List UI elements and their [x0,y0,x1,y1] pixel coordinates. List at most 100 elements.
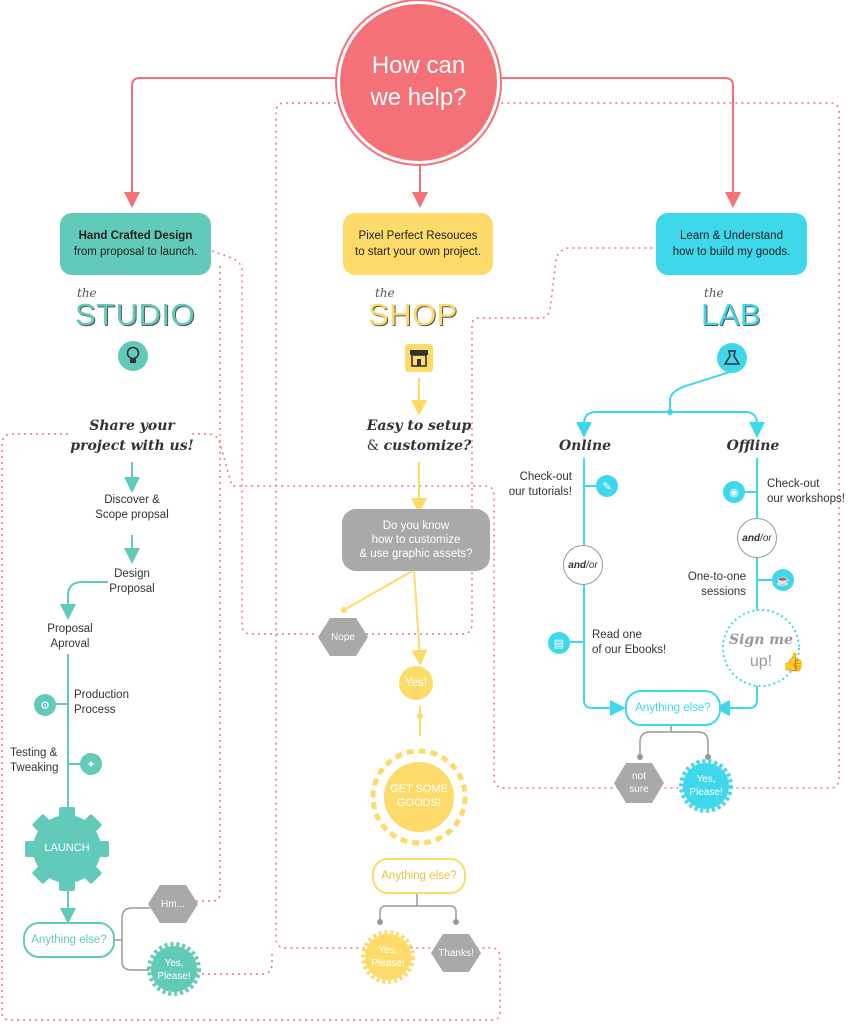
andor-offline-a: and [742,532,761,544]
lab-yes-l1: Yes, [696,774,716,785]
step-5-l2: Tweaking [10,762,59,774]
shop-question-box[interactable]: Do you know how to customize & use graph… [342,509,490,571]
studio-yes-l1: Yes, [164,958,184,969]
lab-the: the [704,286,724,300]
studio-card-sub: from proposal to launch. [73,246,198,258]
studio-yes-label[interactable]: Yes, Please! [150,956,198,984]
studio-card[interactable]: Hand Crafted Design from proposal to lau… [60,213,211,275]
step-2-l2: Proposal [109,583,155,595]
ebooks-l2: of our Ebooks! [592,644,667,656]
shop-box-l3: & use graphic assets? [359,548,473,560]
shop-yes-l2: Please! [371,958,405,969]
lab-sign-me[interactable]: Sign me [729,632,793,648]
studio-hm-label[interactable]: Hm... [161,898,185,910]
studio-card-title: Hand Crafted Design [78,230,193,242]
ebook-icon: ▤ [548,632,570,654]
shop-box-l1: Do you know [382,520,450,532]
shop-goods-l2: GOODS! [396,797,441,809]
magic-wand-icon: ✦ [80,753,102,775]
tutorials-l1: Check-out [519,471,572,483]
shop-yes-label[interactable]: Yes, Please! [364,943,412,971]
andor-online-b: /or [586,559,598,571]
andor-offline-b: /or [760,532,772,544]
step-1-l2: Scope propsal [95,509,169,521]
lab-up: up! [749,653,773,670]
shop-title: SHOP [368,297,458,332]
studio-step-2: Design Proposal [92,567,172,597]
shop-nope-label[interactable]: Nope [331,631,355,643]
gears-icon: ⚙ [34,694,56,716]
step-2-l1: Design [114,568,150,580]
shop-question-l1: Easy to setup [366,418,472,434]
step-1-l1: Discover & [104,494,160,506]
launch-gear [25,807,109,891]
nope-hexagon [318,618,368,656]
sessions-l2: sessions [701,586,746,598]
lab-card-l2: how to build my goods. [672,246,791,258]
shop-card-l2: to start your own project. [355,246,481,258]
shop-question: Easy to setup & customize? [350,416,488,456]
shop-yes-l1: Yes, [378,945,398,956]
lab-yes-badge [679,759,733,813]
studio-question-l2: project with us! [70,438,194,454]
studio-question: Share your project with us! [60,416,204,456]
shop-goods-l1: GET SOME [390,783,448,795]
notsure-l2: sure [629,784,649,795]
notsure-l1: not [632,771,646,782]
shop-thanks-label[interactable]: Thanks! [438,947,474,959]
studio-yes-badge [147,942,201,996]
hero-line-1: How can [371,52,466,79]
lab-card[interactable]: Learn & Understand how to build my goods… [656,213,807,275]
shop-box-l2: how to customize [371,534,461,546]
studio-anything-else[interactable]: Anything else? [23,922,115,958]
shop-the: the [375,286,395,300]
hero-circle: How can we help? [340,4,497,161]
step-3-l2: Aproval [50,638,90,650]
shop-question-l2: customize? [383,438,472,454]
step-4-l2: Process [74,704,116,716]
andor-online-a: and [568,559,587,571]
lab-anything-else[interactable]: Anything else? [625,690,721,726]
studio-yes-l2: Please! [157,971,191,982]
workshops-l2: our workshops! [767,493,845,505]
globe-icon: ◉ [723,481,745,503]
shop-yes-badge [361,930,415,984]
studio-the: the [77,286,97,300]
step-4-l1: Production [74,689,129,701]
shop-yes-button[interactable]: Yes! [399,666,433,700]
hm-hexagon [148,885,198,923]
hero-line-2: we help? [370,84,467,111]
studio-title: STUDIO [75,297,196,332]
flask-icon [717,343,747,373]
shop-anything-else[interactable]: Anything else? [372,858,466,894]
lightbulb-icon [118,341,148,371]
lab-title: LAB [701,297,762,332]
lab-not-sure-label[interactable]: not sure [614,763,664,803]
goods-sunburst [370,748,468,846]
shop-card[interactable]: Pixel Perfect Resouces to start your own… [343,213,493,275]
pencil-icon: ✎ [596,475,618,497]
studio-step-1: Discover & Scope propsal [72,493,192,523]
storefront-icon [405,344,433,372]
lab-and-or-offline: and/or [737,518,777,558]
shop-goods-label[interactable]: GET SOME GOODS! [379,782,459,810]
lab-card-l1: Learn & Understand [680,230,783,242]
studio-step-3: Proposal Aproval [32,622,108,652]
lab-yes-l2: Please! [689,787,723,798]
studio-question-l1: Share your [89,418,175,434]
lab-offline: Offline [726,438,780,454]
sessions-l1: One-to-one [687,571,746,583]
launch-label: LAUNCH [44,842,90,854]
shop-card-l1: Pixel Perfect Resouces [358,230,478,242]
tutorials-l2: our tutorials! [508,486,572,498]
lab-sessions: One-to-one sessions [670,570,746,600]
thanks-hexagon [431,934,481,972]
lab-and-or-online: and/or [563,545,603,585]
coffee-cup-icon: ☕ [772,569,794,591]
lab-workshops: Check-out our workshops! [767,477,845,507]
lab-yes-label[interactable]: Yes, Please! [682,772,730,800]
studio-step-5: Testing & Tweaking [10,746,59,776]
thumbs-up-icon: 👍 [782,652,805,672]
shop-question-amp: & [366,438,384,454]
